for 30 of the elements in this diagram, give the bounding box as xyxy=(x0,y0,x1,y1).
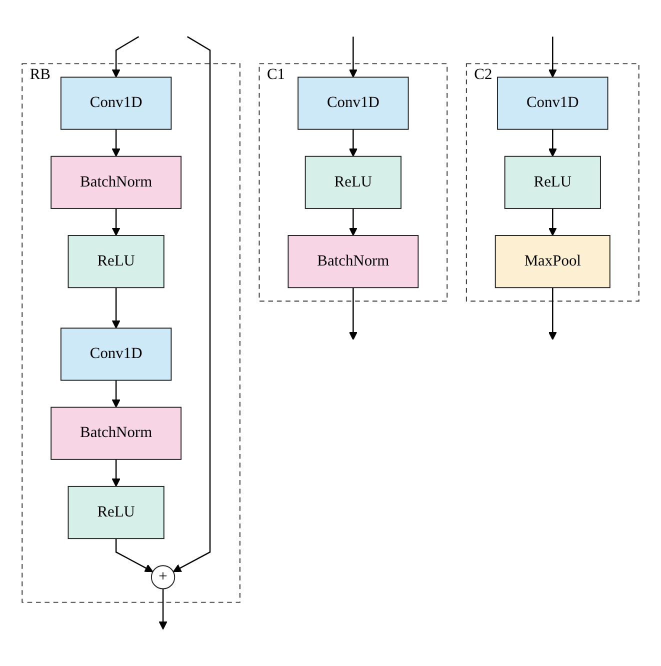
arrow xyxy=(115,538,154,572)
arrow xyxy=(548,288,557,340)
node-circle: + xyxy=(150,565,176,590)
node-box: ReLU xyxy=(304,156,402,209)
arrow xyxy=(112,208,120,236)
node-box: ReLU xyxy=(504,156,601,209)
arrow xyxy=(172,36,211,572)
arrow xyxy=(548,36,557,78)
node-box: MaxPool xyxy=(494,235,610,288)
arrow xyxy=(348,288,358,340)
arrow xyxy=(112,36,140,78)
node-box: BatchNorm xyxy=(50,406,182,460)
arrow xyxy=(548,208,557,236)
arrow xyxy=(348,208,358,236)
arrow xyxy=(548,129,557,157)
node-box: Conv1D xyxy=(60,76,172,130)
node-box: Conv1D xyxy=(497,76,608,130)
node-box: ReLU xyxy=(68,235,164,288)
node-box: Conv1D xyxy=(298,76,409,130)
node-box: ReLU xyxy=(68,486,164,540)
arrow xyxy=(112,129,120,157)
arrow xyxy=(348,36,358,78)
arrow xyxy=(348,129,358,157)
node-box: BatchNorm xyxy=(288,235,419,288)
node-box: BatchNorm xyxy=(50,156,182,209)
arrow xyxy=(112,380,120,408)
arrow xyxy=(158,588,168,630)
node-box: Conv1D xyxy=(60,328,172,381)
arrow xyxy=(112,459,120,487)
arrow xyxy=(112,288,120,329)
